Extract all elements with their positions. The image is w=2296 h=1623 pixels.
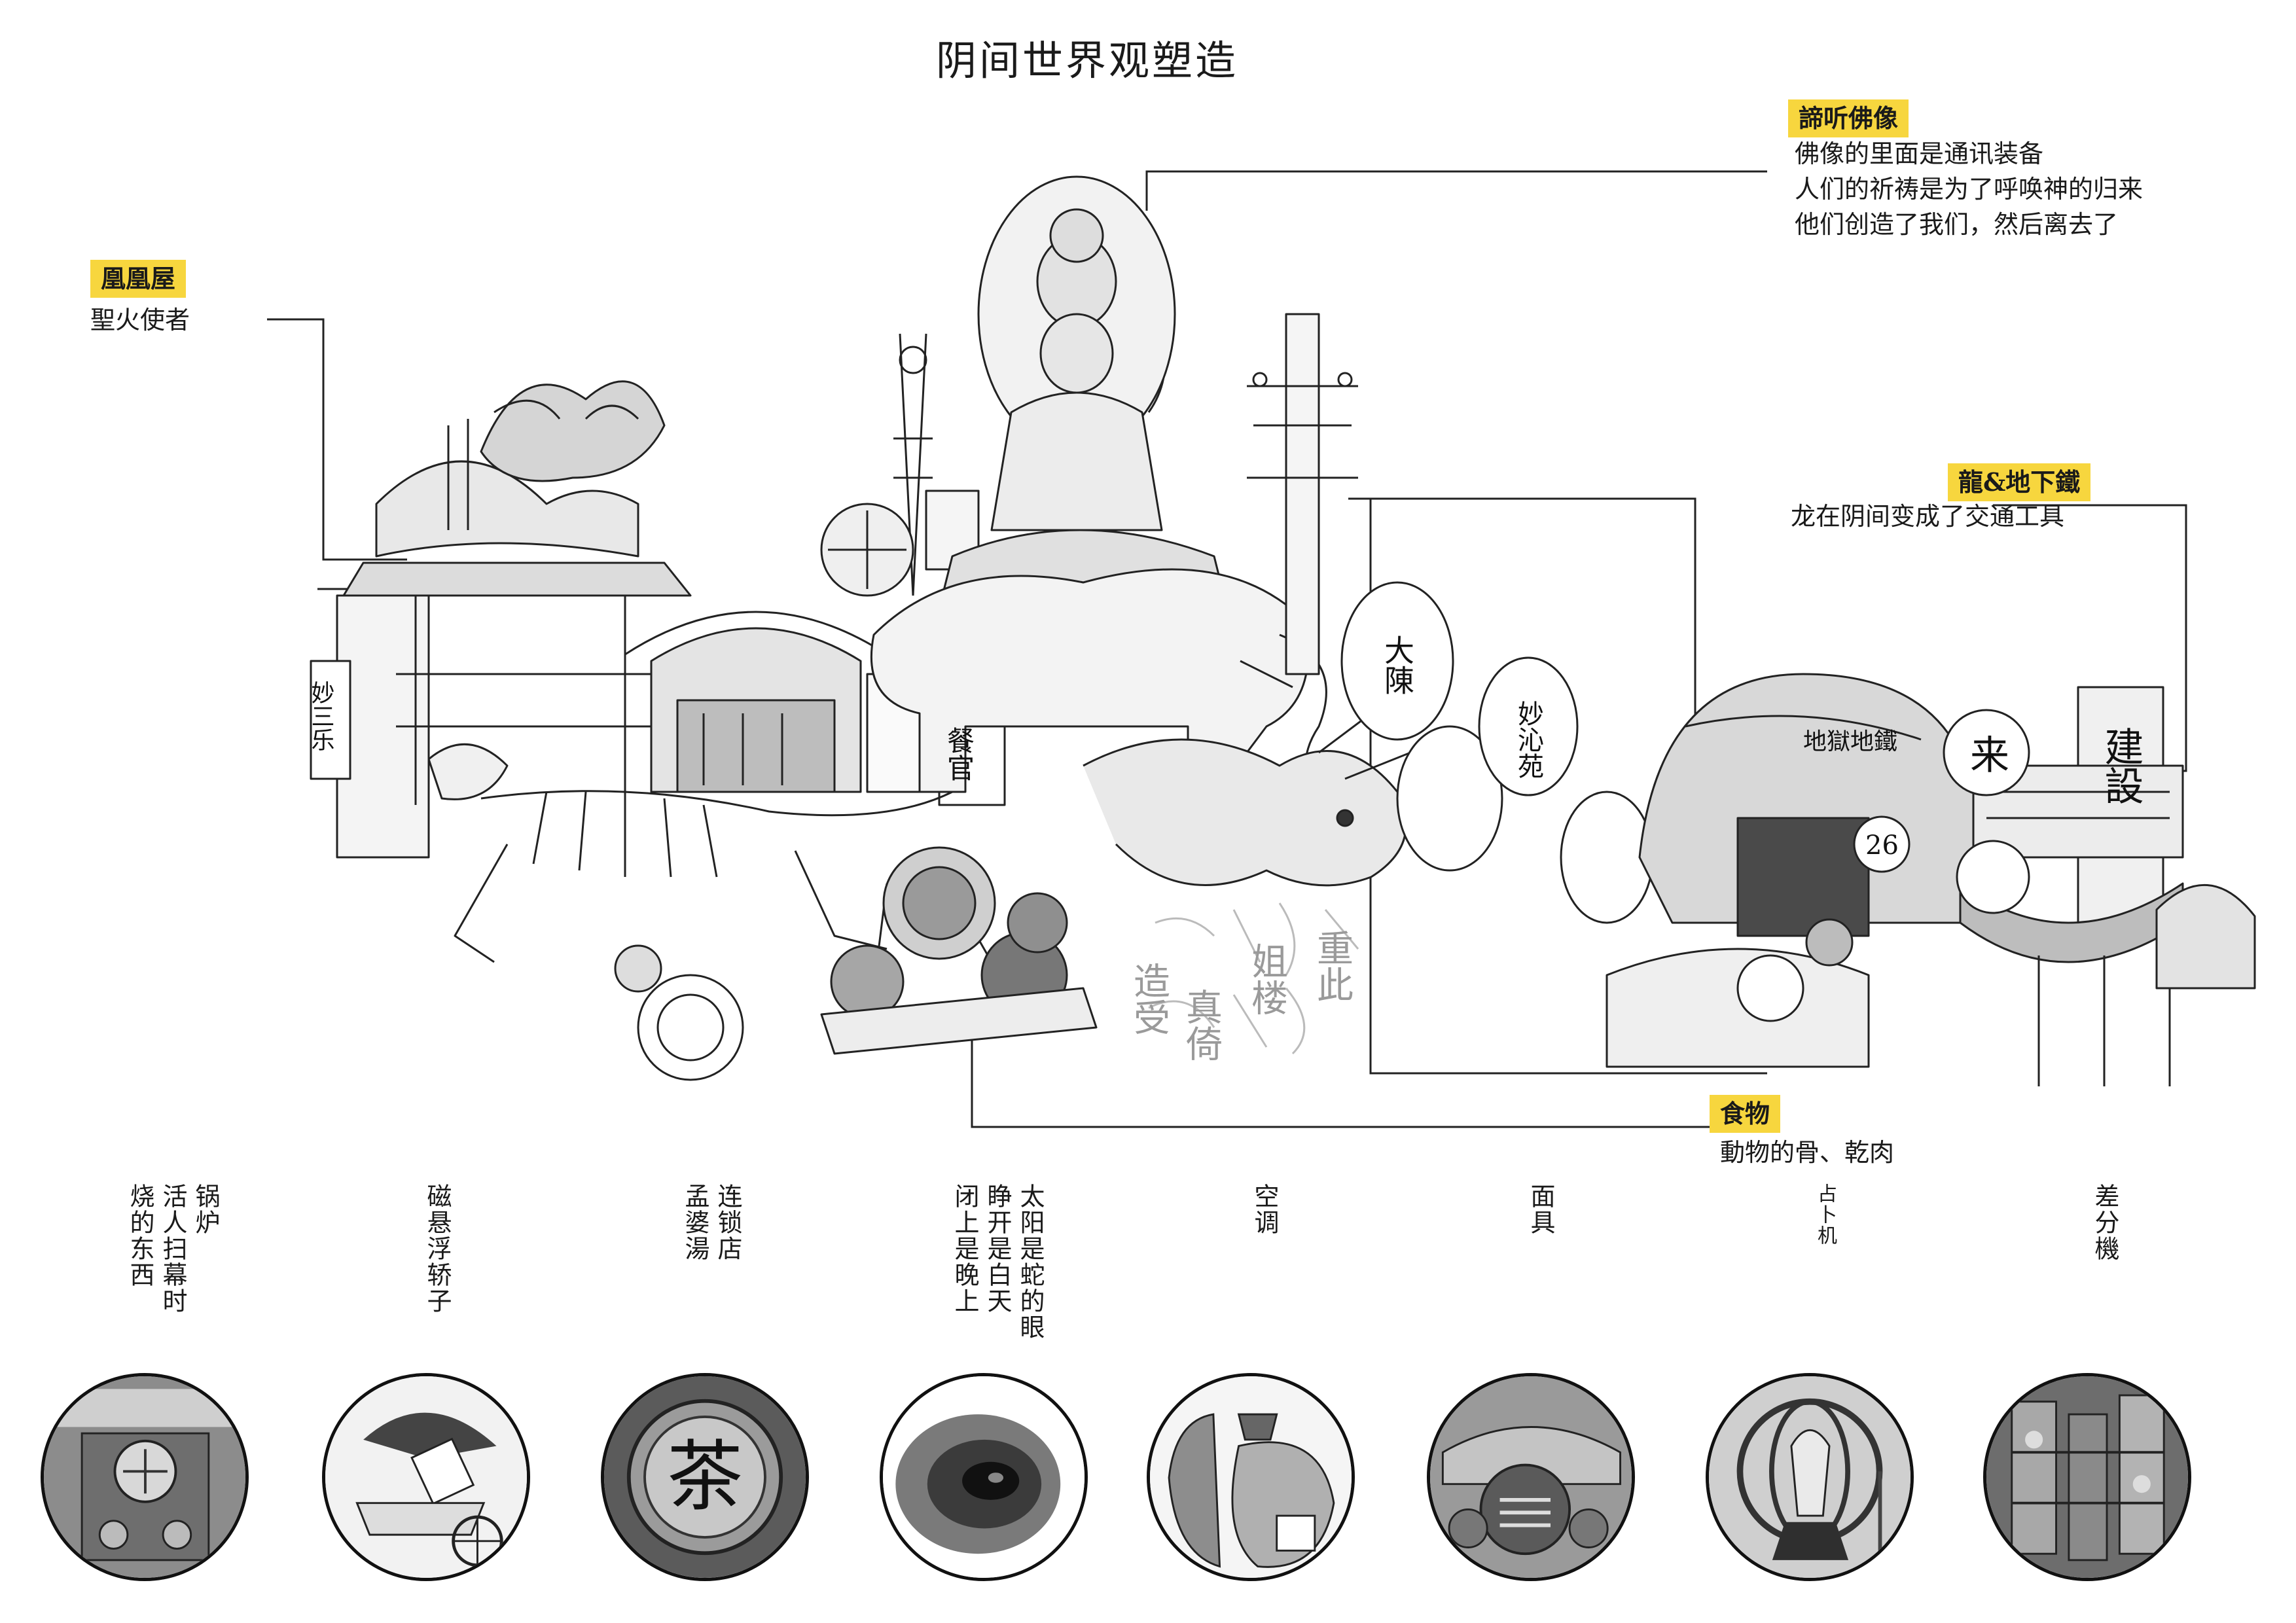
item-label-column: 孟婆湯	[681, 1183, 709, 1262]
item-label-maglev-sedan: 磁悬浮轿子	[423, 1183, 452, 1314]
air-conditioner-icon	[1147, 1373, 1355, 1581]
telephone-pole	[1247, 313, 1358, 675]
tower-sign-text: 建設	[2098, 726, 2144, 805]
buddha-statue-line: 他们创造了我们，然后离去了	[1795, 210, 2119, 239]
calligraphy-text: 造受	[1128, 962, 1170, 1035]
buddha-on-elephant	[870, 175, 1327, 799]
item-label-column: 锅炉	[191, 1183, 220, 1236]
dragon-metro-line: 龙在阴间变成了交通工具	[1791, 502, 2065, 531]
food-tag: 食物	[1710, 1095, 1781, 1133]
round-shop-signs	[1340, 581, 1654, 924]
item-label-column: 占卜机	[1814, 1183, 1837, 1246]
phoenix-house-building	[310, 380, 692, 859]
calligraphy-text: 真倚	[1180, 988, 1223, 1061]
page-title: 阴间世界观塑造	[936, 37, 1239, 84]
skeleton-creature	[427, 743, 1032, 1022]
sedan-icon	[322, 1373, 530, 1581]
buddha-statue-note: 佛像的里面是通讯装备 人们的祈祷是为了呼唤神的归来 他们创造了我们，然后离去了	[1795, 136, 2143, 242]
tea-sign-text: 茶	[667, 1433, 743, 1522]
round-sign-text: 大陳	[1380, 635, 1415, 695]
food-line: 動物的骨、乾肉	[1720, 1138, 1895, 1167]
phoenix-house-line: 聖火使者	[90, 306, 190, 334]
item-label-air-conditioner: 空调	[1250, 1183, 1279, 1236]
item-label-column: 睁开是白天	[983, 1183, 1012, 1314]
difference-engine-icon	[1983, 1373, 2191, 1581]
item-label-column: 面具	[1526, 1183, 1555, 1236]
metro-sign-text: 地獄地鐵	[1803, 728, 1897, 755]
tea-sign-icon: 茶	[601, 1373, 809, 1581]
item-label-column: 空调	[1250, 1183, 1279, 1236]
item-label-mask: 面具	[1526, 1183, 1555, 1236]
round-sign-text: 妙沁苑	[1513, 700, 1543, 779]
dragon-metro-tag: 龍&地下鐵	[1948, 463, 2091, 501]
item-label-column: 差分機	[2090, 1183, 2119, 1262]
item-label-column: 烧的东西	[126, 1183, 154, 1288]
buddha-statue-line: 人们的祈祷是为了呼唤神的归来	[1795, 175, 2144, 204]
item-label-divination: 占卜机	[1810, 1183, 1839, 1246]
item-label-difference-engine: 差分機	[2090, 1183, 2119, 1262]
underworld-city-illustration: 妙三乐 餐官 大陳 妙沁苑 建設 来 26 地獄地鐵 造受 真倚 姐楼 重此	[308, 175, 2256, 1086]
number-badge-text: 26	[1865, 830, 1899, 861]
divination-machine-icon	[1706, 1373, 1914, 1581]
banner-text: 妙三乐	[308, 681, 334, 751]
construction-tower	[1853, 686, 2256, 1086]
roof-sign-text: 来	[1970, 733, 2009, 779]
boiler-icon	[41, 1373, 249, 1581]
item-label-column: 连锁店	[713, 1183, 742, 1262]
item-label-column: 磁悬浮轿子	[423, 1183, 452, 1314]
buddha-statue-line: 佛像的里面是通讯装备	[1795, 139, 2044, 168]
phoenix-house-note: 聖火使者	[90, 302, 190, 338]
item-label-snake-eye: 太阳是蛇的眼 睁开是白天 闭上是晚上	[950, 1183, 1045, 1340]
calligraphy-text: 姐楼	[1246, 942, 1288, 1016]
item-label-column: 闭上是晚上	[950, 1183, 979, 1314]
buddha-statue-tag: 諦听佛像	[1788, 99, 1909, 137]
mask-icon	[1427, 1373, 1635, 1581]
shop-sign-text: 餐官	[943, 726, 975, 781]
item-label-boiler: 锅炉 活人扫幕时 烧的东西	[126, 1183, 220, 1314]
dragon-metro-note: 龙在阴间变成了交通工具	[1791, 499, 2064, 534]
calligraphy-overlay	[1148, 902, 1359, 1055]
metro-dome	[1605, 673, 1975, 1068]
calligraphy-text: 重此	[1311, 929, 1354, 1003]
item-label-column: 活人扫幕时	[158, 1183, 187, 1314]
food-note: 動物的骨、乾肉	[1720, 1135, 1894, 1170]
snake-eye-icon	[880, 1373, 1088, 1581]
food-platter	[614, 846, 1098, 1081]
phoenix-house-tag: 凰凰屋	[90, 260, 187, 298]
item-label-tea-shop: 连锁店 孟婆湯	[681, 1183, 742, 1262]
item-label-column: 太阳是蛇的眼	[1016, 1183, 1045, 1340]
